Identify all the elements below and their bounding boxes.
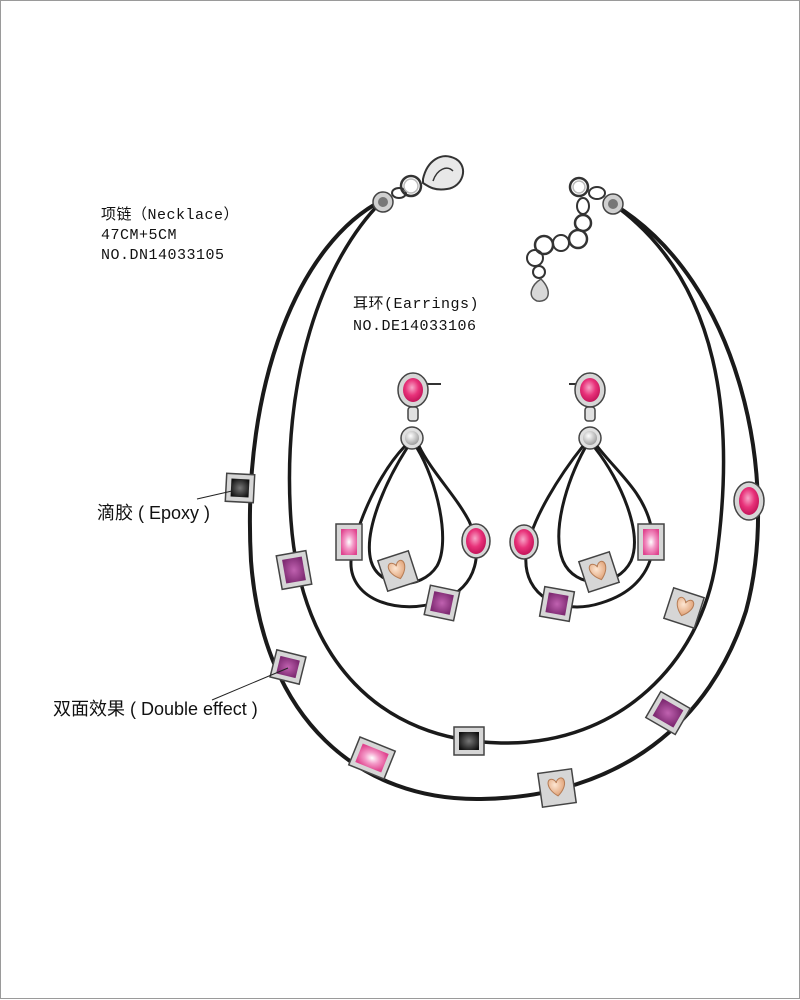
necklace-length: 47CM+5CM	[101, 227, 178, 244]
tile-purple	[644, 690, 692, 736]
necklace	[224, 155, 765, 809]
heart-tile-icon	[577, 550, 621, 594]
extension-chain-icon	[526, 176, 624, 302]
epoxy-callout: 滴胶 ( Epoxy )	[97, 503, 211, 523]
epoxy-leader-line	[196, 490, 233, 500]
heart-tile-icon	[662, 586, 706, 630]
oval-gem-icon	[733, 481, 765, 521]
earrings-number: NO.DE14033106	[353, 318, 477, 335]
lobster-clasp-icon	[372, 155, 465, 213]
earrings-name: 耳环(Earrings)	[353, 296, 480, 313]
heart-tile-icon	[376, 549, 420, 593]
tile-purple	[269, 648, 307, 686]
double-effect-leader-line	[211, 667, 289, 701]
heart-tile-icon	[536, 767, 578, 809]
double-effect-callout: 双面效果 ( Double effect )	[53, 699, 258, 719]
earring-right	[509, 372, 665, 623]
tile-purple	[275, 549, 313, 591]
necklace-name: 项链（Necklace）	[101, 207, 240, 224]
tile-epoxy-dark	[453, 726, 485, 756]
necklace-inner-cord	[287, 198, 726, 745]
necklace-outer-cord	[248, 198, 761, 802]
necklace-number: NO.DN14033105	[101, 247, 225, 264]
tile-epoxy-dark	[224, 472, 256, 504]
tile-light-pink	[347, 735, 397, 781]
earring-left	[335, 372, 491, 622]
